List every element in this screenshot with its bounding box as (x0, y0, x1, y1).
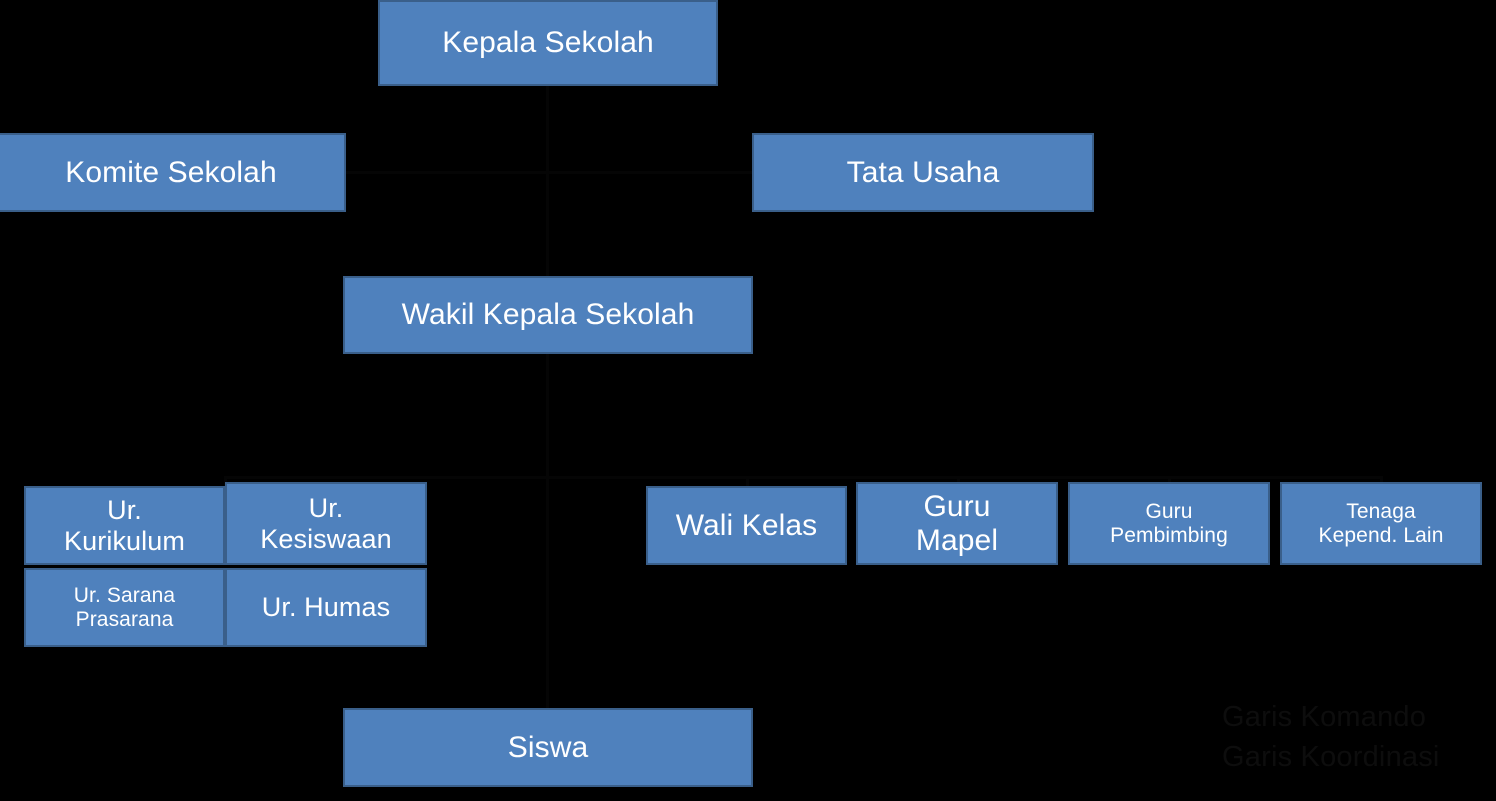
node-ur-humas-label: Ur. Humas (261, 592, 391, 623)
node-ur-sarana-prasarana-label: Ur. Sarana Prasarana (73, 583, 176, 631)
connector-horizontal-bus (224, 476, 1382, 479)
node-tenaga-kependidikan-lain[interactable]: Tenaga Kepend. Lain (1280, 482, 1482, 565)
node-komite-sekolah-label: Komite Sekolah (65, 155, 277, 189)
node-kepala-sekolah-label: Kepala Sekolah (442, 26, 654, 60)
connector-kepala-to-tata-usaha (546, 171, 752, 174)
connector-wakil-to-bus (546, 354, 549, 478)
node-wakil-kepala-sekolah-label: Wakil Kepala Sekolah (401, 298, 695, 332)
connector-kepala-to-wakil (546, 86, 549, 276)
node-siswa-label: Siswa (507, 730, 589, 764)
legend-lines: Garis Komando Garis Koordinasi (1222, 701, 1440, 774)
node-tenaga-kependidikan-lain-label: Tenaga Kepend. Lain (1318, 499, 1444, 547)
node-guru-mapel[interactable]: Guru Mapel (856, 482, 1058, 565)
node-wali-kelas[interactable]: Wali Kelas (646, 486, 847, 565)
node-ur-kesiswaan[interactable]: Ur. Kesiswaan (225, 482, 427, 565)
node-komite-sekolah[interactable]: Komite Sekolah (0, 133, 346, 212)
node-siswa[interactable]: Siswa (343, 708, 753, 787)
node-ur-sarana-prasarana[interactable]: Ur. Sarana Prasarana (24, 568, 225, 647)
node-tata-usaha-label: Tata Usaha (846, 155, 1000, 189)
connector-kepala-to-komite (346, 171, 548, 174)
node-wali-kelas-label: Wali Kelas (675, 508, 818, 542)
node-ur-kesiswaan-label: Ur. Kesiswaan (260, 493, 392, 554)
node-kepala-sekolah[interactable]: Kepala Sekolah (378, 0, 718, 86)
node-guru-pembimbing[interactable]: Guru Pembimbing (1068, 482, 1270, 565)
connector-bus-to-wali-kelas (746, 476, 749, 488)
connector-bus-to-siswa (546, 476, 549, 708)
node-ur-humas[interactable]: Ur. Humas (225, 568, 427, 647)
node-guru-pembimbing-label: Guru Pembimbing (1110, 499, 1228, 547)
node-ur-kurikulum[interactable]: Ur. Kurikulum (24, 486, 225, 565)
node-ur-kurikulum-label: Ur. Kurikulum (64, 495, 185, 556)
node-guru-mapel-label: Guru Mapel (915, 489, 999, 557)
node-tata-usaha[interactable]: Tata Usaha (752, 133, 1094, 212)
node-wakil-kepala-sekolah[interactable]: Wakil Kepala Sekolah (343, 276, 753, 354)
